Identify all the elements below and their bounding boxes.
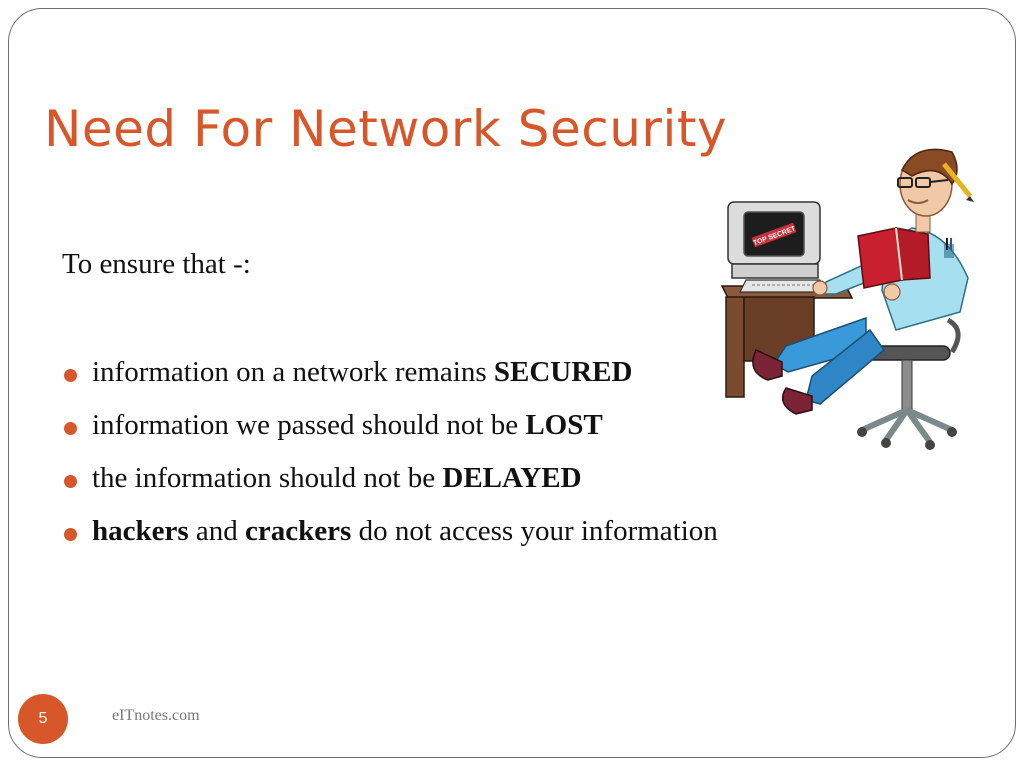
- bullet-dot-icon: [64, 422, 77, 435]
- book-icon: [857, 227, 931, 289]
- bullet-text: do not access your information: [351, 515, 718, 547]
- bullet-text: information on a network remains: [92, 356, 494, 388]
- slide-frame: [8, 8, 1016, 758]
- bullet-item: information we passed should not be LOST: [62, 409, 718, 462]
- bullet-text: information we passed should not be: [92, 409, 526, 441]
- bullet-keyword: hackers: [92, 515, 189, 547]
- bullet-keyword: LOST: [525, 409, 603, 441]
- bullet-item: the information should not be DELAYED: [62, 462, 718, 515]
- bullet-list: information on a network remains SECURED…: [62, 356, 718, 568]
- bullet-keyword: crackers: [245, 515, 352, 547]
- programmer-computer-illustration: TOP SECRET: [720, 148, 974, 450]
- bullet-dot-icon: [64, 369, 77, 382]
- bullet-text: and: [188, 515, 246, 547]
- pencil-icon: [942, 162, 974, 202]
- bullet-dot-icon: [64, 475, 77, 488]
- computer-icon: TOP SECRET: [727, 201, 830, 293]
- bullet-keyword: SECURED: [493, 356, 633, 388]
- bullet-item: information on a network remains SECURED: [62, 356, 718, 409]
- slide-title: Need For Network Security: [44, 100, 728, 158]
- programmer-figure-icon: [752, 148, 974, 415]
- footer-site-text: eITnotes.com: [112, 707, 200, 724]
- bullet-item: hackers and crackers do not access your …: [62, 515, 718, 568]
- office-chair-icon: [857, 317, 961, 450]
- bullet-text: the information should not be: [92, 462, 443, 494]
- page-number-badge: 5: [18, 694, 68, 744]
- bullet-keyword: DELAYED: [442, 462, 582, 494]
- bullet-dot-icon: [64, 528, 77, 541]
- intro-text: To ensure that -:: [62, 248, 251, 280]
